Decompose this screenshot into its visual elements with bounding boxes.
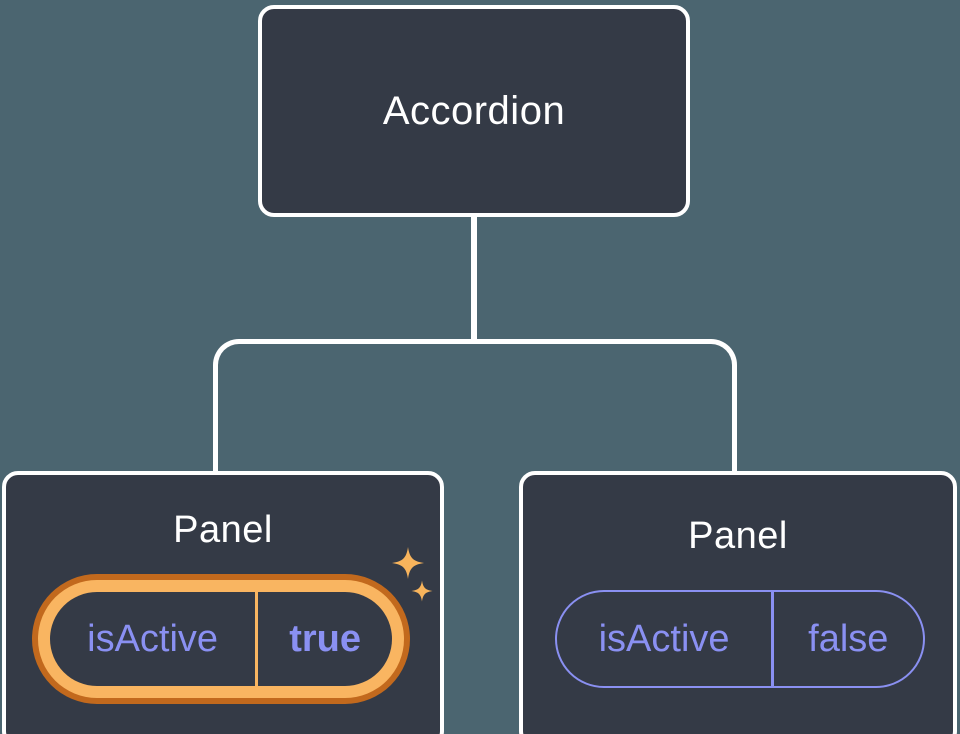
connector-stem xyxy=(471,215,477,343)
state-pill-highlight: isActive true xyxy=(32,574,410,704)
prop-value: false xyxy=(808,617,889,660)
pill-divider xyxy=(771,592,774,686)
sparkles-icon xyxy=(392,547,433,602)
panel-node-inactive: Panel isActive false xyxy=(519,471,957,734)
prop-value: true xyxy=(289,617,361,660)
panel-title: Panel xyxy=(688,515,788,557)
connector-branch xyxy=(213,339,737,472)
pill-divider xyxy=(255,592,259,686)
panel-title: Panel xyxy=(173,509,273,551)
state-pill: isActive false xyxy=(555,590,925,688)
accordion-node: Accordion xyxy=(258,5,690,217)
panel-node-active: Panel isActive true xyxy=(2,471,444,734)
state-pill: isActive true xyxy=(50,592,392,686)
prop-name: isActive xyxy=(598,617,730,660)
state-pill-highlight-inner: isActive true xyxy=(38,580,404,698)
prop-name: isActive xyxy=(87,617,219,660)
accordion-node-label: Accordion xyxy=(382,88,566,133)
